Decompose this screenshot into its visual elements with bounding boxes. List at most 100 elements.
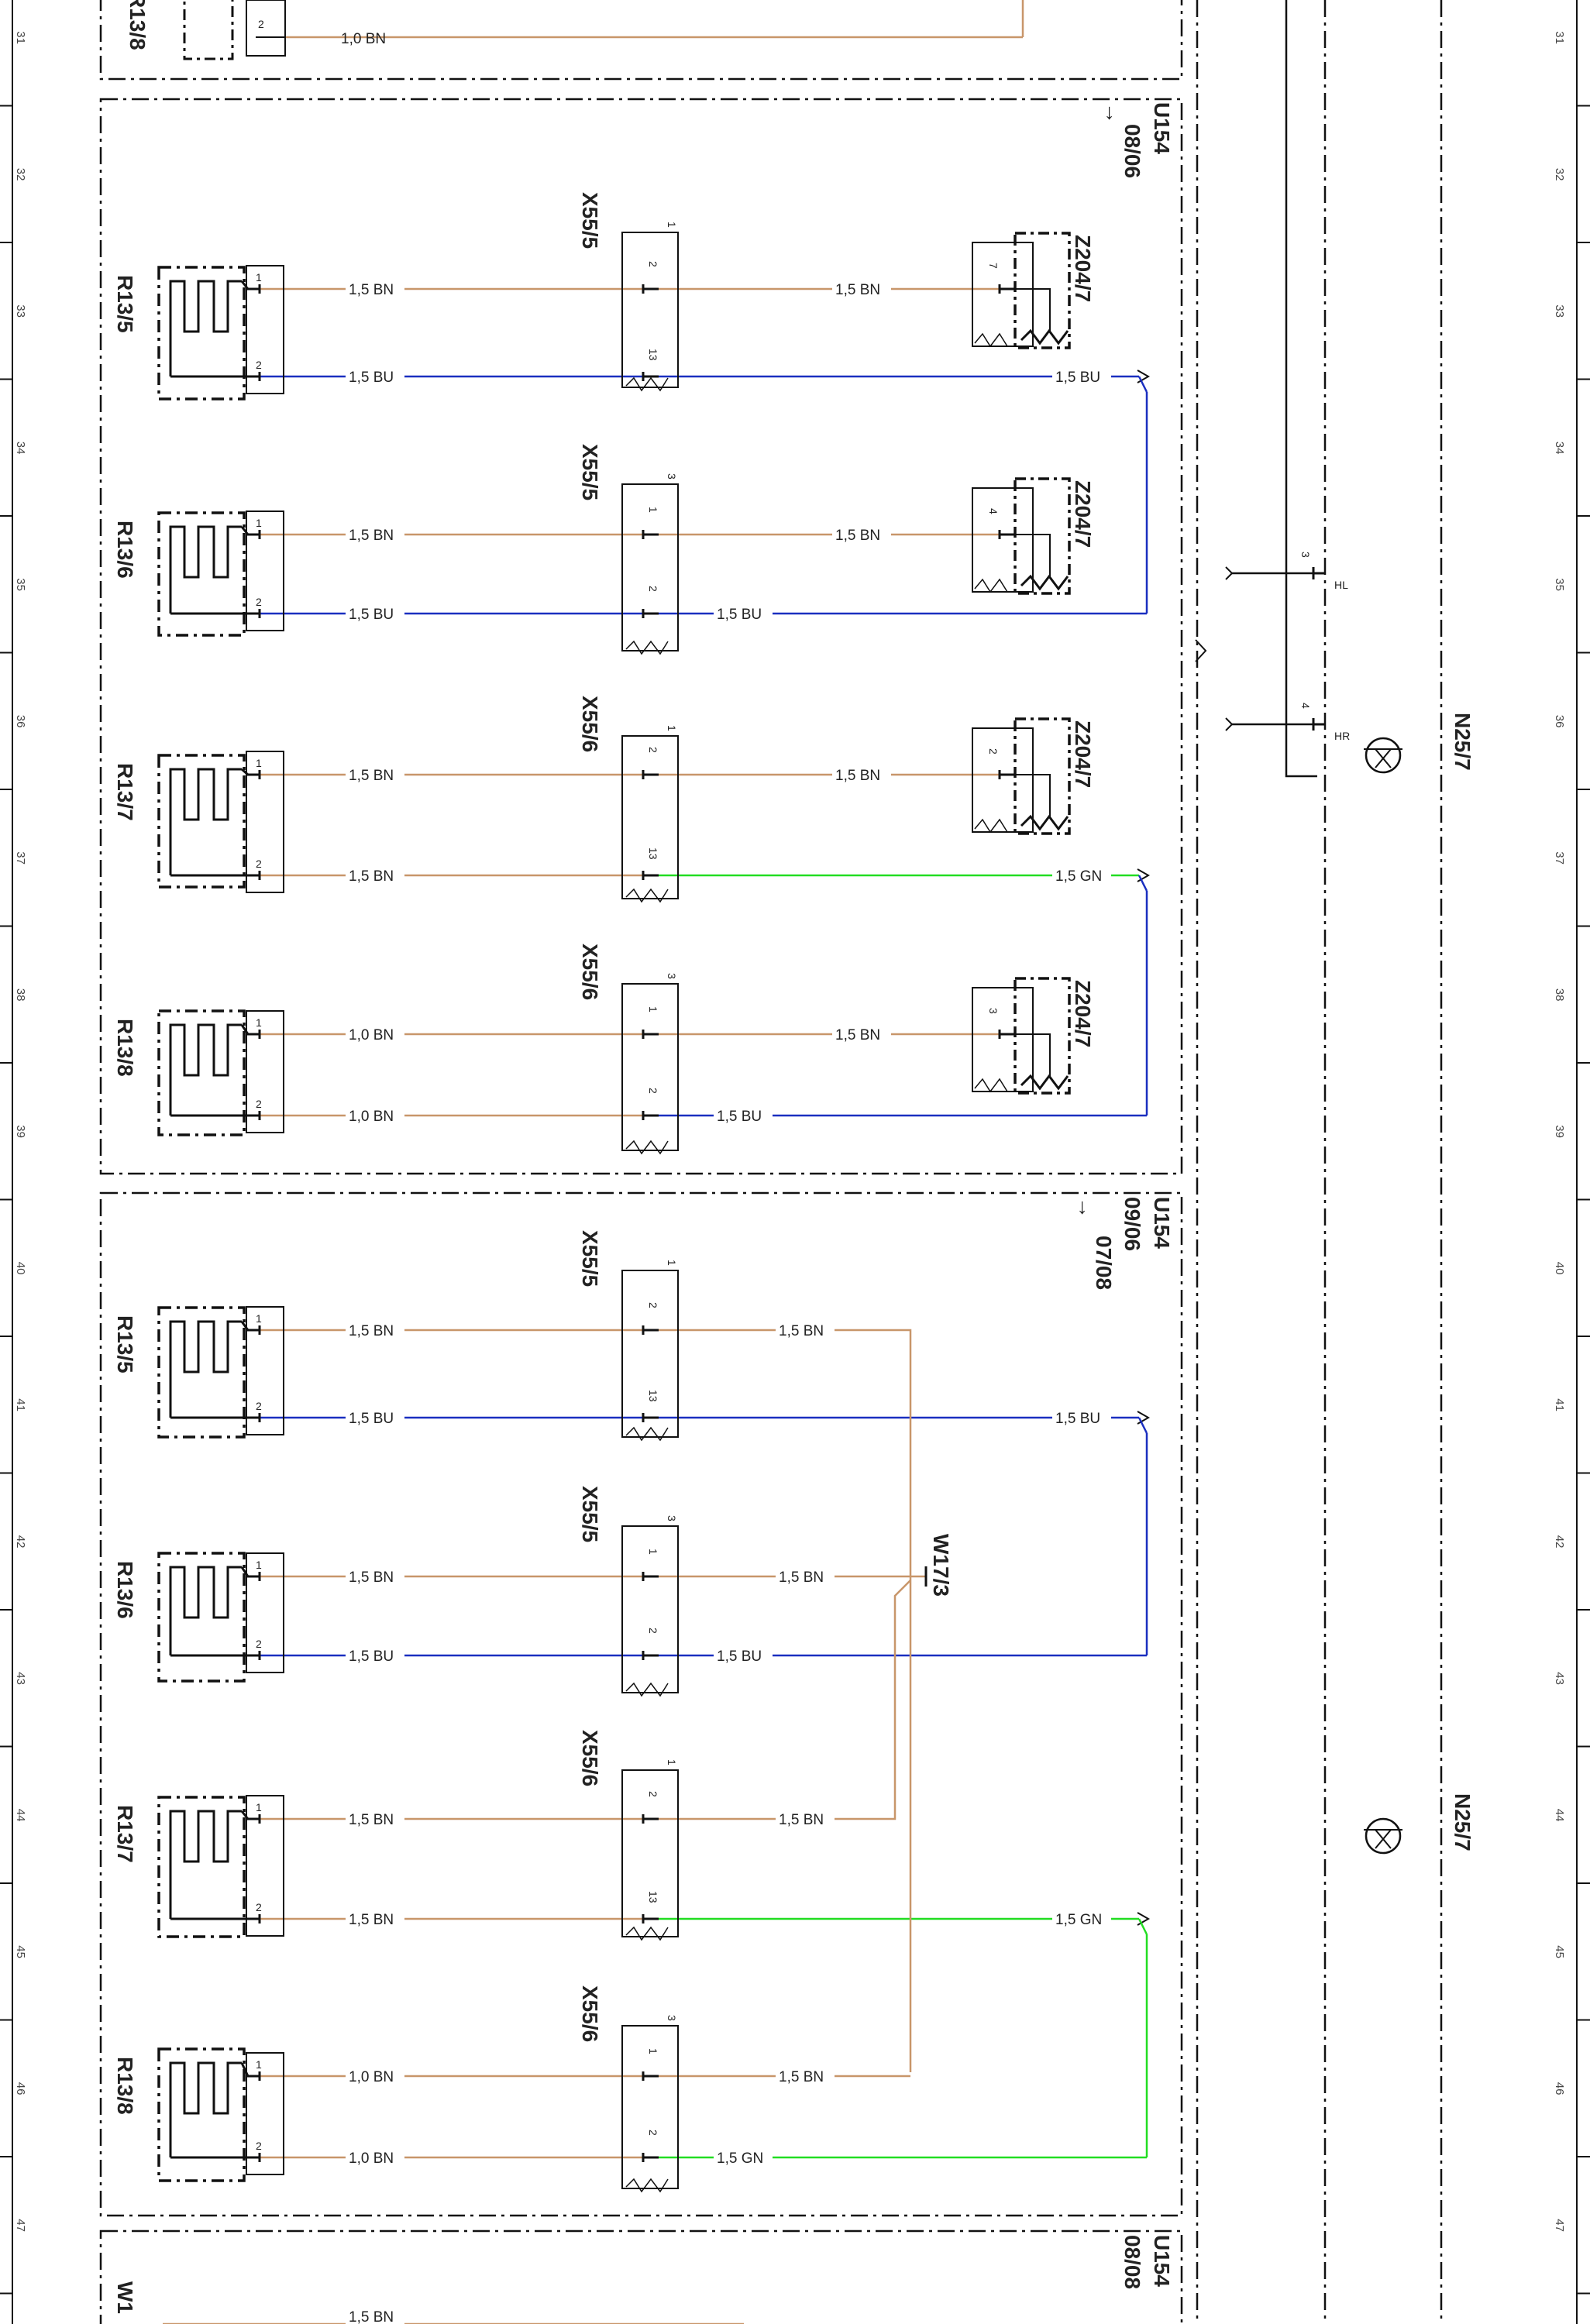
component-label-sensor: R13/6 xyxy=(113,521,137,579)
connector-pin-label: 2 xyxy=(647,1302,659,1308)
wire-label-bg xyxy=(1052,1408,1111,1427)
transistor-icon xyxy=(1364,1817,1402,1855)
z-internal xyxy=(1015,774,1051,817)
connector-body xyxy=(621,1525,679,1693)
wire-label-bg xyxy=(346,2307,404,2324)
connector-body xyxy=(621,1270,679,1438)
wire-label-top: 1,0 BN xyxy=(341,31,386,47)
component-label-connector: X55/6 xyxy=(578,944,602,1000)
heating-element-icon xyxy=(169,1320,242,1376)
connector-X55/5 xyxy=(621,232,679,392)
grid-number-right: 44 xyxy=(1553,1809,1566,1822)
wire-label: 1,5 BN xyxy=(349,1912,394,1928)
wire-label-bg xyxy=(346,604,404,623)
wire-label: 1,5 BN xyxy=(349,2309,394,2324)
pin-block xyxy=(246,1306,284,1435)
grid-number-left: 43 xyxy=(14,1672,27,1685)
wire-label-bg xyxy=(346,2067,404,2085)
sensor-R13/8 xyxy=(157,1009,284,1136)
wire-label-bg xyxy=(346,1910,404,1928)
pin-label: 1 xyxy=(256,757,262,769)
connector-X55/6 xyxy=(621,735,679,903)
grid-number-right: 36 xyxy=(1553,715,1566,728)
wire-label-bg xyxy=(346,1321,404,1339)
z-dashed xyxy=(1014,232,1071,349)
sensor-R13/7 xyxy=(157,751,284,893)
pin-label: 2 xyxy=(256,858,262,870)
wire-label: 1,5 BN xyxy=(835,768,880,784)
wire-label-bg xyxy=(346,1567,404,1586)
wire-label-bg xyxy=(776,1810,835,1828)
grid-number-left: 44 xyxy=(14,1809,27,1822)
wire-label-bg xyxy=(1052,1910,1111,1928)
wire-label-bg xyxy=(832,280,891,298)
pin-label: 2 xyxy=(256,1098,262,1110)
sensor-box-top xyxy=(183,0,234,60)
connector-X55/5 xyxy=(621,1525,679,1697)
transistor-icon xyxy=(1365,1817,1402,1855)
grid-number-right: 34 xyxy=(1553,442,1566,455)
variant-label-0: U154 xyxy=(1150,102,1174,154)
component-label-sensor: R13/8 xyxy=(113,1019,137,1077)
wire-label: 1,0 BN xyxy=(349,1109,394,1125)
grid-number-left: 37 xyxy=(14,851,27,865)
connector-top-pin: 1 xyxy=(666,222,678,228)
variant-arrow: → xyxy=(1101,102,1125,124)
wire-label: 1,5 BN xyxy=(779,1812,824,1828)
grid-number-left: 45 xyxy=(14,1945,27,1958)
break-icon xyxy=(974,332,1008,348)
heating-element-icon xyxy=(169,1023,242,1079)
connector-top-pin: 3 xyxy=(666,473,678,480)
z-pin-label: 2 xyxy=(987,748,1000,755)
wire-label-bg xyxy=(346,1646,404,1665)
break-icon xyxy=(974,1078,1008,1093)
component-label-sensor: R13/5 xyxy=(113,1315,137,1373)
grid-number-left: 42 xyxy=(14,1535,27,1549)
connector-body xyxy=(621,232,679,388)
grid-number-right: 43 xyxy=(1553,1672,1566,1685)
wire-label-bg xyxy=(346,1408,404,1427)
break-icon xyxy=(625,1140,669,1155)
grid-number-right: 39 xyxy=(1553,1125,1566,1138)
wire-label: 1,5 BN xyxy=(349,1569,394,1586)
wire-label: 1,5 BN xyxy=(349,768,394,784)
pin-block xyxy=(246,2052,284,2175)
internal-wire xyxy=(240,2062,250,2077)
wire-label-bg xyxy=(346,765,404,784)
wire-break-icon xyxy=(1225,717,1234,731)
grid-number-left: 34 xyxy=(14,442,27,455)
internal-wire xyxy=(240,280,250,290)
wire-label: 1,5 BN xyxy=(349,528,394,544)
sensor-R13/5 xyxy=(157,1306,284,1439)
break-icon xyxy=(625,1926,669,1941)
transistor-icon xyxy=(1375,748,1392,768)
wire-label: 1,5 BU xyxy=(1055,1411,1100,1427)
connector-X55/6 xyxy=(621,2025,679,2193)
wire-label: 1,5 BN xyxy=(779,1323,824,1339)
wire-label: 1,0 BN xyxy=(349,2150,394,2167)
wire-label-bg xyxy=(1052,367,1111,386)
wire-label-bg xyxy=(832,1025,891,1043)
heating-element-icon xyxy=(169,280,242,335)
variant-label-1: 09/06 xyxy=(1120,1197,1144,1251)
grid-number-right: 33 xyxy=(1553,304,1566,318)
pin-label: 1 xyxy=(256,1312,262,1325)
transistor-icon xyxy=(1365,737,1402,774)
pin-block xyxy=(246,1552,284,1673)
z-dashed xyxy=(1014,717,1071,835)
grid-number-left: 31 xyxy=(14,31,27,44)
connector-pin-label: 2 xyxy=(647,1088,659,1094)
connector-pin-label: 1 xyxy=(647,507,659,513)
grid-number-left: 39 xyxy=(14,1125,27,1138)
grid-number-right: 42 xyxy=(1553,1535,1566,1549)
wire-label: 1,0 BN xyxy=(349,2069,394,2085)
connector-body xyxy=(621,1769,679,1937)
grid-number-left: 47 xyxy=(14,2219,27,2232)
wire-label-bg xyxy=(776,1321,835,1339)
component-label-connector: X55/5 xyxy=(578,1486,602,1542)
unit-label: N25/7 xyxy=(1451,1793,1475,1851)
zconnector-Z204/7 xyxy=(972,232,1071,349)
wire-label-bg xyxy=(832,765,891,784)
connector-X55/6 xyxy=(621,983,679,1155)
wire-label: 1,5 GN xyxy=(717,2150,763,2167)
